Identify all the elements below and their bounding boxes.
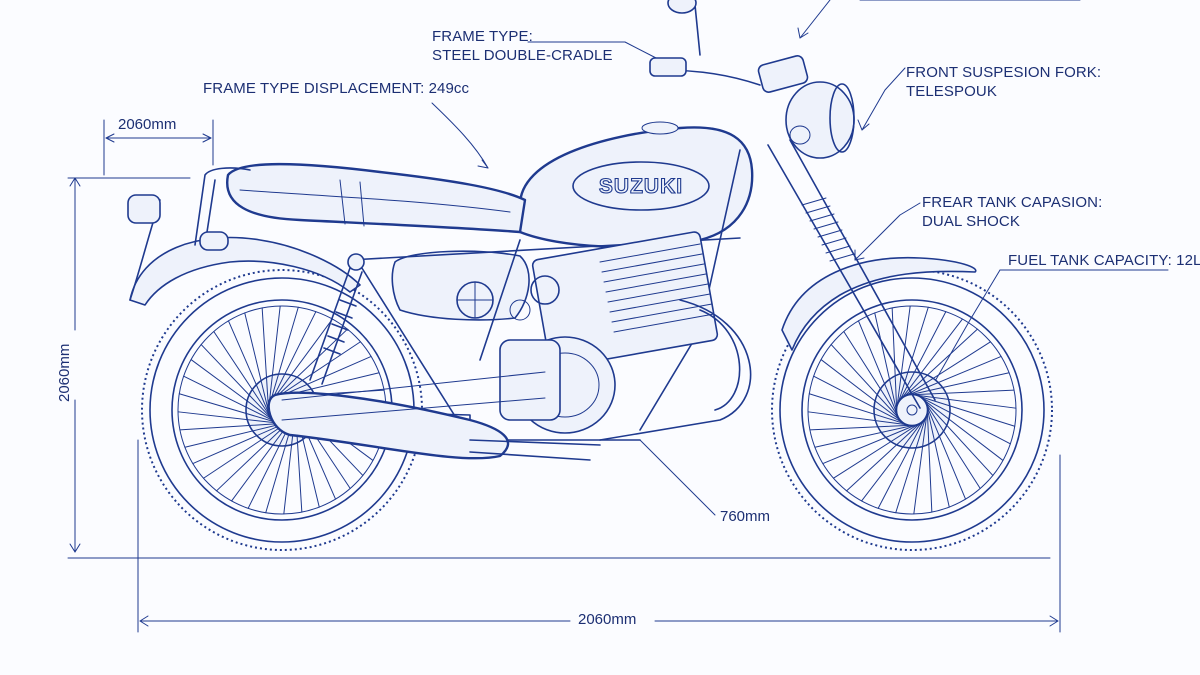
frame-displacement-label: FRAME TYPE DISPLACEMENT: 249cc	[203, 80, 470, 97]
wheel-spoke	[267, 305, 281, 413]
top-width-dimension: 2060mm	[118, 116, 177, 133]
wheel-spoke	[267, 306, 299, 411]
wheel-spoke	[919, 395, 994, 476]
wheel-spoke	[268, 318, 333, 406]
wheel-spoke	[190, 359, 278, 424]
wheel-spoke	[178, 393, 283, 425]
leader-lines	[431, 0, 1169, 516]
wheel-spoke	[895, 311, 947, 408]
wheel-spoke	[897, 328, 978, 403]
rear-tank-title: FREAR TANK CAPASION:	[922, 194, 1103, 211]
headlight	[757, 55, 855, 159]
handlebar	[649, 0, 761, 86]
wheel-spoke	[184, 421, 290, 448]
wheel-spoke	[830, 344, 905, 425]
rear-shock	[309, 253, 365, 385]
tank-badge	[572, 161, 710, 211]
wheel-spoke	[177, 411, 285, 425]
wheel-spoke	[906, 389, 1015, 396]
overall-height-dimension: 2060mm	[56, 343, 73, 402]
tail-light	[127, 194, 161, 224]
wheel-spoke	[814, 423, 921, 448]
wheel-spoke	[179, 422, 288, 431]
wheel-spoke	[874, 312, 899, 419]
front-suspension-value: TELESPOUK	[906, 82, 997, 100]
dimension-lines	[67, 119, 1061, 633]
wheel-spoke	[895, 305, 911, 414]
frame-type-title: FRAME TYPE:	[432, 28, 533, 45]
wheel-spoke	[857, 320, 901, 421]
wheel-spoke	[926, 404, 933, 513]
wheel-spoke	[921, 397, 981, 489]
wheel-spoke	[808, 393, 913, 427]
wheel-spoke	[822, 421, 923, 465]
drive-chain	[281, 371, 546, 421]
wheel-spoke	[192, 420, 292, 465]
wheel-spoke	[846, 417, 927, 492]
front-suspension-label: FRONT SUSPESION FORK: TELESPOUK	[906, 64, 1101, 102]
wheel-spoke	[895, 409, 929, 514]
tank-logo: SUZUKI	[599, 175, 683, 198]
wheel-spoke	[227, 320, 272, 420]
wheel-spoke	[896, 318, 963, 406]
engine	[499, 231, 719, 434]
wheel-spoke	[899, 341, 991, 401]
fuel-tank-capacity-label: FUEL TANK CAPACITY: 12L	[1008, 252, 1200, 269]
wheel-spoke	[820, 359, 908, 426]
wheel-spoke	[914, 393, 1011, 445]
wheel-spoke	[916, 394, 1004, 461]
wheel-spoke	[843, 331, 903, 423]
front-fender	[781, 256, 977, 351]
wheel-spoke	[813, 375, 910, 427]
wheel-spoke	[183, 375, 281, 425]
front-fork	[767, 139, 936, 409]
rear-suspension-label: FREAR TANK CAPASION: DUAL SHOCK	[922, 194, 1102, 232]
wheel-spoke	[908, 393, 1017, 409]
wheel-spoke	[261, 307, 270, 416]
seat	[226, 162, 527, 234]
overall-length-dimension: 2060mm	[578, 611, 637, 628]
wheel-spoke	[807, 411, 916, 427]
wheel-spoke	[903, 372, 1010, 397]
front-suspension-title: FRONT SUSPESION FORK:	[906, 64, 1102, 81]
fork-gaiter	[801, 197, 855, 262]
rear-indicator	[199, 231, 229, 251]
wheel-spoke	[923, 399, 967, 500]
wheel-spoke	[911, 393, 1016, 427]
exhaust	[267, 299, 752, 461]
wheel-spoke	[244, 312, 271, 418]
wheel-spoke	[877, 412, 929, 509]
wheel-spoke	[861, 414, 928, 502]
wheel-spoke	[913, 406, 929, 515]
wheel-spoke	[269, 328, 348, 404]
rear-tank-value: DUAL SHOCK	[922, 212, 1020, 230]
wheel-spoke	[267, 311, 317, 409]
wheel-spoke	[270, 341, 361, 402]
wheel-spoke	[200, 344, 276, 423]
wheel-spoke	[213, 331, 274, 422]
front-wheel	[771, 269, 1053, 551]
frame-type-value: STEEL DOUBLE-CRADLE	[432, 46, 613, 64]
wheel-spoke	[833, 419, 925, 479]
side-cover	[391, 250, 530, 321]
rear-fender	[129, 236, 361, 306]
frame-type-label: FRAME TYPE: STEEL DOUBLE-CRADLE	[432, 28, 613, 66]
seat-height-dimension: 760mm	[720, 508, 771, 525]
wheel-spoke	[809, 424, 918, 431]
wheel-spoke	[901, 355, 1002, 399]
wheel-spoke	[925, 401, 950, 508]
